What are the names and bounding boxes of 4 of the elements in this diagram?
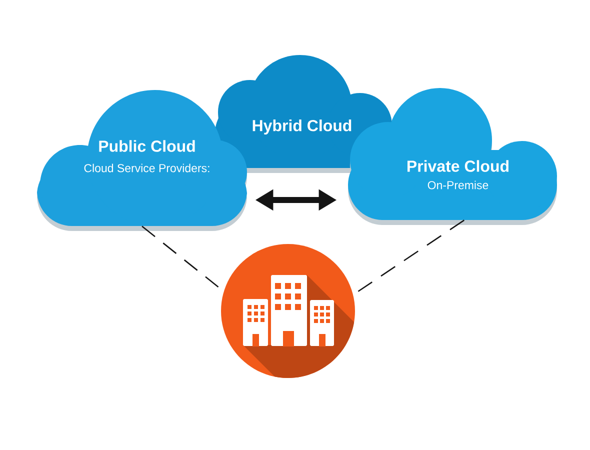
dashed-line — [142, 226, 219, 288]
dashed-line — [358, 220, 465, 292]
building-icon — [221, 244, 355, 378]
cloud: Public Cloud Cloud Service Providers: — [37, 90, 247, 231]
